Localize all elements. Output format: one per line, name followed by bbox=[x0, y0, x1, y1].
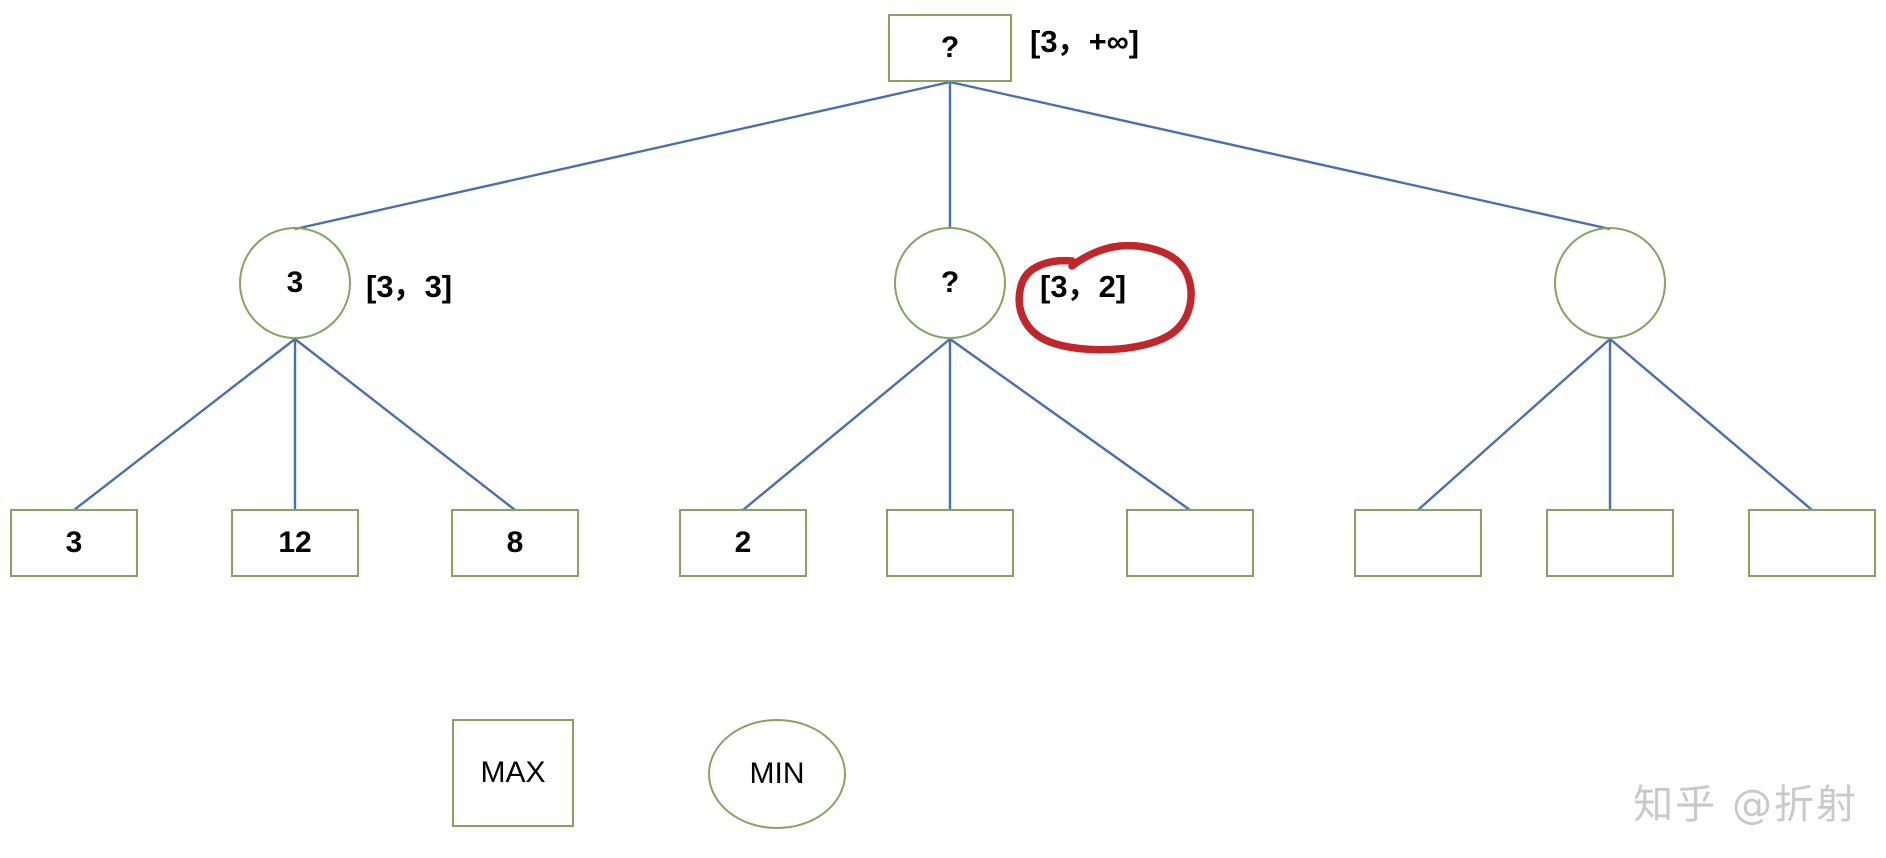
leaf-node-7[interactable] bbox=[1354, 509, 1482, 577]
legend-max-label: MAX bbox=[480, 756, 546, 789]
root-node-max[interactable]: ? bbox=[888, 14, 1012, 82]
leaf-node-3[interactable]: 8 bbox=[451, 509, 579, 577]
min-node-2[interactable]: ? bbox=[894, 227, 1006, 339]
edge-root-to-min-1 bbox=[294, 80, 951, 231]
edge-min-1-to-leaf-3 bbox=[294, 338, 516, 511]
leaf-node-9[interactable] bbox=[1748, 509, 1876, 577]
min-node-1-range-label: [3，3] bbox=[366, 269, 453, 304]
legend-min-label: MIN bbox=[749, 757, 805, 790]
leaf-node-5[interactable] bbox=[886, 509, 1014, 577]
leaf-node-6[interactable] bbox=[1126, 509, 1254, 577]
leaf-node-1[interactable]: 3 bbox=[10, 509, 138, 577]
edge-min-2-to-leaf-6 bbox=[949, 338, 1191, 511]
edge-min-2-to-leaf-4 bbox=[742, 338, 951, 511]
min-node-3[interactable] bbox=[1554, 227, 1666, 339]
min-node-1-label: 3 bbox=[286, 266, 304, 299]
min-node-2-label: ? bbox=[940, 266, 960, 299]
leaf-node-2[interactable]: 12 bbox=[231, 509, 359, 577]
legend-min-shape: MIN bbox=[708, 719, 846, 829]
leaf-node-2-label: 12 bbox=[278, 526, 312, 559]
min-node-1[interactable]: 3 bbox=[239, 227, 351, 339]
leaf-node-4-label: 2 bbox=[734, 526, 752, 559]
legend-max-shape: MAX bbox=[452, 719, 574, 827]
root-node-label: ? bbox=[940, 31, 960, 64]
leaf-node-1-label: 3 bbox=[65, 526, 83, 559]
leaf-node-3-label: 8 bbox=[506, 526, 524, 559]
leaf-node-8[interactable] bbox=[1546, 509, 1674, 577]
watermark: 知乎 @折射 bbox=[1633, 782, 1858, 828]
edge-min-3-to-leaf-7 bbox=[1417, 338, 1611, 511]
edge-root-to-min-3 bbox=[949, 80, 1611, 231]
edge-min-3-to-leaf-9 bbox=[1609, 338, 1813, 511]
min-node-2-range-label: [3，2] bbox=[1040, 269, 1127, 304]
edge-min-1-to-leaf-1 bbox=[73, 338, 296, 511]
root-range-label: [3，+∞] bbox=[1030, 24, 1140, 59]
leaf-node-4[interactable]: 2 bbox=[679, 509, 807, 577]
